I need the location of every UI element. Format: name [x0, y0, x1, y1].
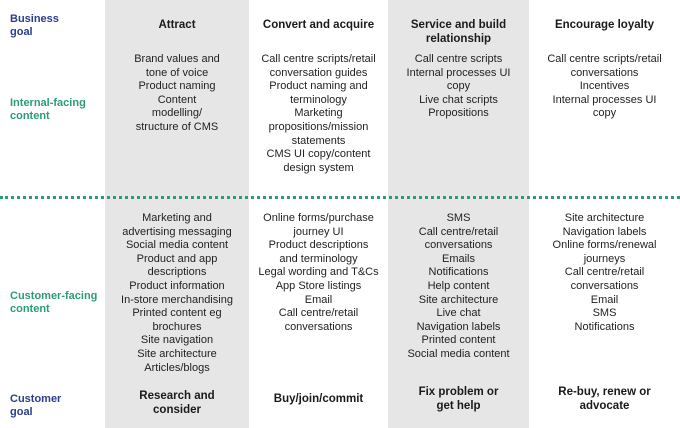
list-item: Product and app [136, 252, 218, 265]
list-item: CMS UI copy/content [266, 148, 371, 161]
internal-content-service: Call centre scripts Internal processes U… [388, 53, 529, 121]
internal-customer-divider [0, 196, 680, 199]
list-item: copy [592, 107, 617, 120]
list-item: Call centre scripts/retail [261, 53, 376, 65]
list-item: conversations [284, 320, 353, 333]
list-item: journey UI [293, 225, 344, 238]
list-item: Printed content [421, 334, 496, 347]
business-goal-service: Service and build relationship [410, 19, 507, 45]
list-item: Social media content [407, 347, 510, 360]
list-item: Internal processes UI [406, 66, 511, 79]
list-item: Live chat [436, 307, 481, 320]
customer-content-loyalty: Site architecture Navigation labels Onli… [529, 212, 680, 334]
list-item: conversation guides [269, 66, 368, 79]
list-item: Online forms/purchase [263, 212, 374, 224]
column-background-service [388, 0, 529, 428]
customer-goal-buy: Buy/join/commit [273, 393, 364, 405]
list-item: Live chat scripts [419, 93, 498, 106]
list-item: Email [590, 293, 619, 306]
list-item: Navigation labels [562, 225, 647, 238]
list-item: SMS [446, 212, 471, 224]
list-item: App Store listings [275, 279, 362, 292]
column-background-attract [105, 0, 249, 428]
list-item: Call centre/retail [418, 225, 499, 238]
list-item: Legal wording and T&Cs [258, 266, 379, 279]
customer-content-attract: Marketing and advertising messaging Soci… [105, 212, 249, 375]
list-item: structure of CMS [135, 120, 219, 133]
customer-content-convert: Online forms/purchase journey UI Product… [249, 212, 388, 334]
list-item: Marketing [294, 107, 343, 120]
list-item: design system [283, 161, 354, 174]
row-label-business-goal: Business goal [10, 13, 59, 38]
list-item: Printed content eg [132, 307, 222, 320]
list-item: Product information [129, 279, 225, 292]
list-item: In-store merchandising [121, 293, 233, 306]
list-item: modelling/ [151, 107, 203, 120]
list-item: brochures [152, 320, 202, 333]
row-label-internal-facing-content: Internal-facing content [10, 97, 86, 122]
list-item: tone of voice [145, 66, 209, 79]
list-item: Help content [427, 279, 490, 292]
list-item: Call centre scripts [414, 53, 503, 65]
business-goal-loyalty: Encourage loyalty [554, 19, 655, 31]
list-item: Notifications [574, 320, 635, 333]
business-goal-convert: Convert and acquire [262, 19, 375, 31]
customer-goal-research: Research and consider [139, 390, 215, 416]
list-item: copy [446, 80, 471, 93]
list-item: Marketing and [142, 212, 212, 224]
list-item: Call centre/retail [564, 266, 645, 279]
list-item: terminology [290, 93, 347, 106]
list-item: Internal processes UI [552, 93, 657, 106]
list-item: Propositions [428, 107, 489, 120]
list-item: advertising messaging [122, 225, 232, 238]
list-item: Incentives [579, 80, 630, 93]
customer-goal-fix: Fix problem or get help [418, 386, 499, 412]
list-item: Site architecture [137, 347, 217, 360]
list-item: Call centre scripts/retail [547, 53, 662, 65]
list-item: Articles/blogs [144, 361, 210, 374]
list-item: Site architecture [564, 212, 645, 224]
list-item: Content [157, 93, 197, 106]
list-item: and terminology [279, 252, 358, 265]
list-item: propositions/mission [268, 120, 369, 133]
list-item: statements [291, 134, 346, 147]
list-item: journeys [583, 252, 626, 265]
list-item: Site architecture [418, 293, 499, 306]
list-item: Social media content [125, 239, 229, 252]
list-item: Navigation labels [416, 320, 501, 333]
list-item: Notifications [428, 266, 489, 279]
list-item: Product descriptions [268, 239, 369, 252]
row-label-customer-goal: Customer goal [10, 393, 62, 418]
list-item: Emails [441, 252, 475, 265]
row-label-customer-facing-content: Customer-facing content [10, 290, 98, 315]
list-item: Email [304, 293, 333, 306]
list-item: descriptions [147, 266, 207, 279]
list-item: Product naming and [269, 80, 368, 93]
list-item: Call centre/retail [278, 307, 359, 320]
list-item: Online forms/renewal [552, 239, 657, 252]
list-item: SMS [592, 307, 617, 320]
list-item: conversations [424, 239, 493, 252]
list-item: Product naming [138, 80, 216, 93]
internal-content-loyalty: Call centre scripts/retail conversations… [529, 53, 680, 121]
list-item: conversations [570, 279, 639, 292]
list-item: conversations [570, 66, 639, 79]
customer-content-service: SMS Call centre/retail conversations Ema… [388, 212, 529, 362]
internal-content-attract: Brand values and tone of voice Product n… [105, 53, 249, 135]
list-item: Site navigation [140, 334, 214, 347]
business-goal-attract: Attract [158, 19, 196, 31]
list-item: Brand values and [134, 53, 220, 65]
internal-content-convert: Call centre scripts/retail conversation … [249, 53, 388, 175]
customer-goal-rebuy: Re-buy, renew or advocate [558, 386, 651, 412]
